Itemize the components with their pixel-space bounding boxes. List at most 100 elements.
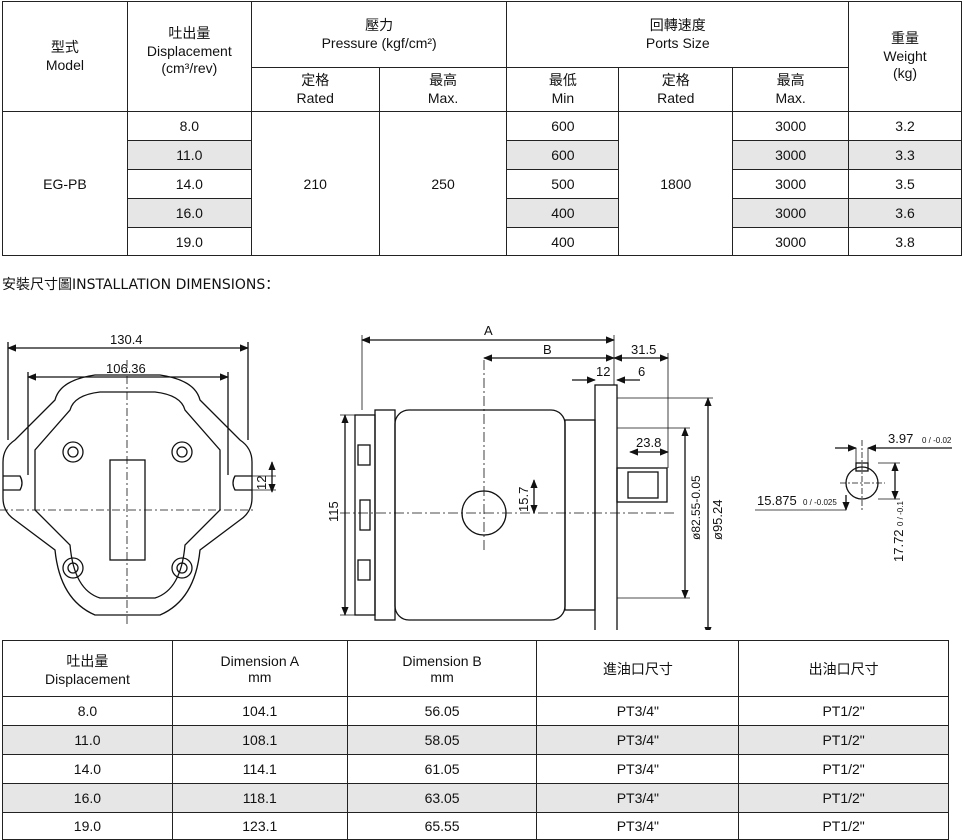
side-view <box>340 335 713 630</box>
dim-115: 115 <box>326 501 341 522</box>
dim-shaft-tol: 0 / -0.025 <box>803 498 837 507</box>
displacement-header: 吐出量 Displacement (cm³/rev) <box>126 1 252 112</box>
outlet-cell: PT1/2" <box>738 696 949 726</box>
dim-6: 6 <box>638 364 645 379</box>
dimension-b-cell: 58.05 <box>346 725 538 755</box>
dim-15-7: 15.7 <box>516 487 531 512</box>
weight-cell: 3.5 <box>848 169 962 199</box>
table-row: 8.0 104.1 56.05 PT3/4" PT1/2" <box>2 696 949 726</box>
table-row: 14.0 500 3000 3.5 <box>3 169 962 199</box>
table-row: 14.0 114.1 61.05 PT3/4" PT1/2" <box>2 754 949 784</box>
dim-a: A <box>484 323 493 338</box>
table-row: 19.0 400 3000 3.8 <box>3 227 962 256</box>
pressure-header: 壓力 Pressure (kgf/cm²) <box>250 1 508 68</box>
dimension-a-cell: 108.1 <box>171 725 348 755</box>
dim-23-8: 23.8 <box>636 435 661 450</box>
dim-slot-12: 12 <box>254 476 269 490</box>
displacement-cell: 11.0 <box>126 140 252 170</box>
outlet-cell: PT1/2" <box>738 812 949 840</box>
front-view <box>0 342 276 625</box>
table-row: 11.0 600 3000 3.3 <box>3 140 962 170</box>
inlet-cell: PT3/4" <box>536 696 740 726</box>
dim-130-4: 130.4 <box>110 332 143 347</box>
inlet-cell: PT3/4" <box>536 725 740 755</box>
rated-speed-value: 1800 <box>618 111 734 256</box>
outlet-cell: PT1/2" <box>738 725 949 755</box>
table-row: 11.0 108.1 58.05 PT3/4" PT1/2" <box>2 725 949 755</box>
displacement-cell: 19.0 <box>126 227 252 256</box>
dimension-a-cell: 123.1 <box>171 812 348 840</box>
installation-drawing: 130.4 106.36 12 115 A B 31.5 12 6 23.8 1… <box>0 323 952 630</box>
weight-header: 重量 Weight (kg) <box>848 1 962 112</box>
min-speed-cell: 500 <box>506 169 620 199</box>
inlet-cell: PT3/4" <box>536 783 740 813</box>
max-speed-cell: 3000 <box>732 140 850 170</box>
dim-bolt-circle: ø95.24 <box>710 500 725 540</box>
spec-table: 型式 Model 吐出量 Displacement (cm³/rev) 壓力 P… <box>2 1 962 256</box>
displacement-cell: 19.0 <box>2 812 173 840</box>
max-speed-cell: 3000 <box>732 198 850 228</box>
dim-key-width: 3.97 <box>888 431 913 446</box>
inlet-cell: PT3/4" <box>536 754 740 784</box>
displacement-cell: 14.0 <box>126 169 252 199</box>
model-header: 型式 Model <box>2 1 128 112</box>
weight-cell: 3.2 <box>848 111 962 141</box>
dim-12: 12 <box>596 364 610 379</box>
dimension-a-cell: 118.1 <box>171 783 348 813</box>
model-value: EG-PB <box>2 111 128 256</box>
installation-dimensions-caption: 安裝尺寸圖INSTALLATION DIMENSIONS： <box>2 277 280 293</box>
weight-cell: 3.3 <box>848 140 962 170</box>
table-row: 16.0 400 3000 3.6 <box>3 198 962 228</box>
dimension-b-cell: 61.05 <box>346 754 538 784</box>
displacement-cell: 14.0 <box>2 754 173 784</box>
outlet-cell: PT1/2" <box>738 783 949 813</box>
weight-cell: 3.6 <box>848 198 962 228</box>
dimension-b-cell: 65.55 <box>346 812 538 840</box>
max-speed-cell: 3000 <box>732 169 850 199</box>
shaft-section <box>755 440 952 511</box>
displacement-cell: 8.0 <box>2 696 173 726</box>
table-row: 19.0 123.1 65.55 PT3/4" PT1/2" <box>2 812 949 840</box>
dimension-a-cell: 114.1 <box>171 754 348 784</box>
dim-106-36: 106.36 <box>106 361 146 376</box>
max-pressure-value: 250 <box>378 111 508 256</box>
max-speed-cell: 3000 <box>732 111 850 141</box>
max-speed-cell: 3000 <box>732 227 850 256</box>
dimension-b-cell: 56.05 <box>346 696 538 726</box>
dim-key-width-tol: 0 / -0.02 <box>922 436 952 445</box>
dimension-a-cell: 104.1 <box>171 696 348 726</box>
displacement-cell: 16.0 <box>126 198 252 228</box>
displacement-cell: 16.0 <box>2 783 173 813</box>
displacement-cell: 8.0 <box>126 111 252 141</box>
weight-cell: 3.8 <box>848 227 962 256</box>
dim-31-5: 31.5 <box>631 342 656 357</box>
table-row: EG-PB 8.0 210 250 600 1800 3000 3.2 <box>2 111 962 256</box>
dimension-b-cell: 63.05 <box>346 783 538 813</box>
table-row: 16.0 118.1 63.05 PT3/4" PT1/2" <box>2 783 949 813</box>
displacement-cell: 11.0 <box>2 725 173 755</box>
outlet-cell: PT1/2" <box>738 754 949 784</box>
min-speed-cell: 600 <box>506 111 620 141</box>
speed-header: 回轉速度 Ports Size <box>506 1 850 68</box>
dim-b: B <box>543 342 552 357</box>
inlet-size-header: 進油口尺寸 <box>536 640 740 697</box>
dim-key-height-tol: 0 / -0.1 <box>896 501 905 526</box>
dim-shaft: 15.875 <box>757 493 797 508</box>
dim-pilot: ø82.55-0.05 <box>689 475 703 540</box>
inlet-cell: PT3/4" <box>536 812 740 840</box>
rated-pressure-value: 210 <box>250 111 380 256</box>
dim-key-height: 17.72 <box>891 529 906 562</box>
min-speed-cell: 600 <box>506 140 620 170</box>
min-speed-cell: 400 <box>506 198 620 228</box>
outlet-size-header: 出油口尺寸 <box>738 640 949 697</box>
min-speed-cell: 400 <box>506 227 620 256</box>
